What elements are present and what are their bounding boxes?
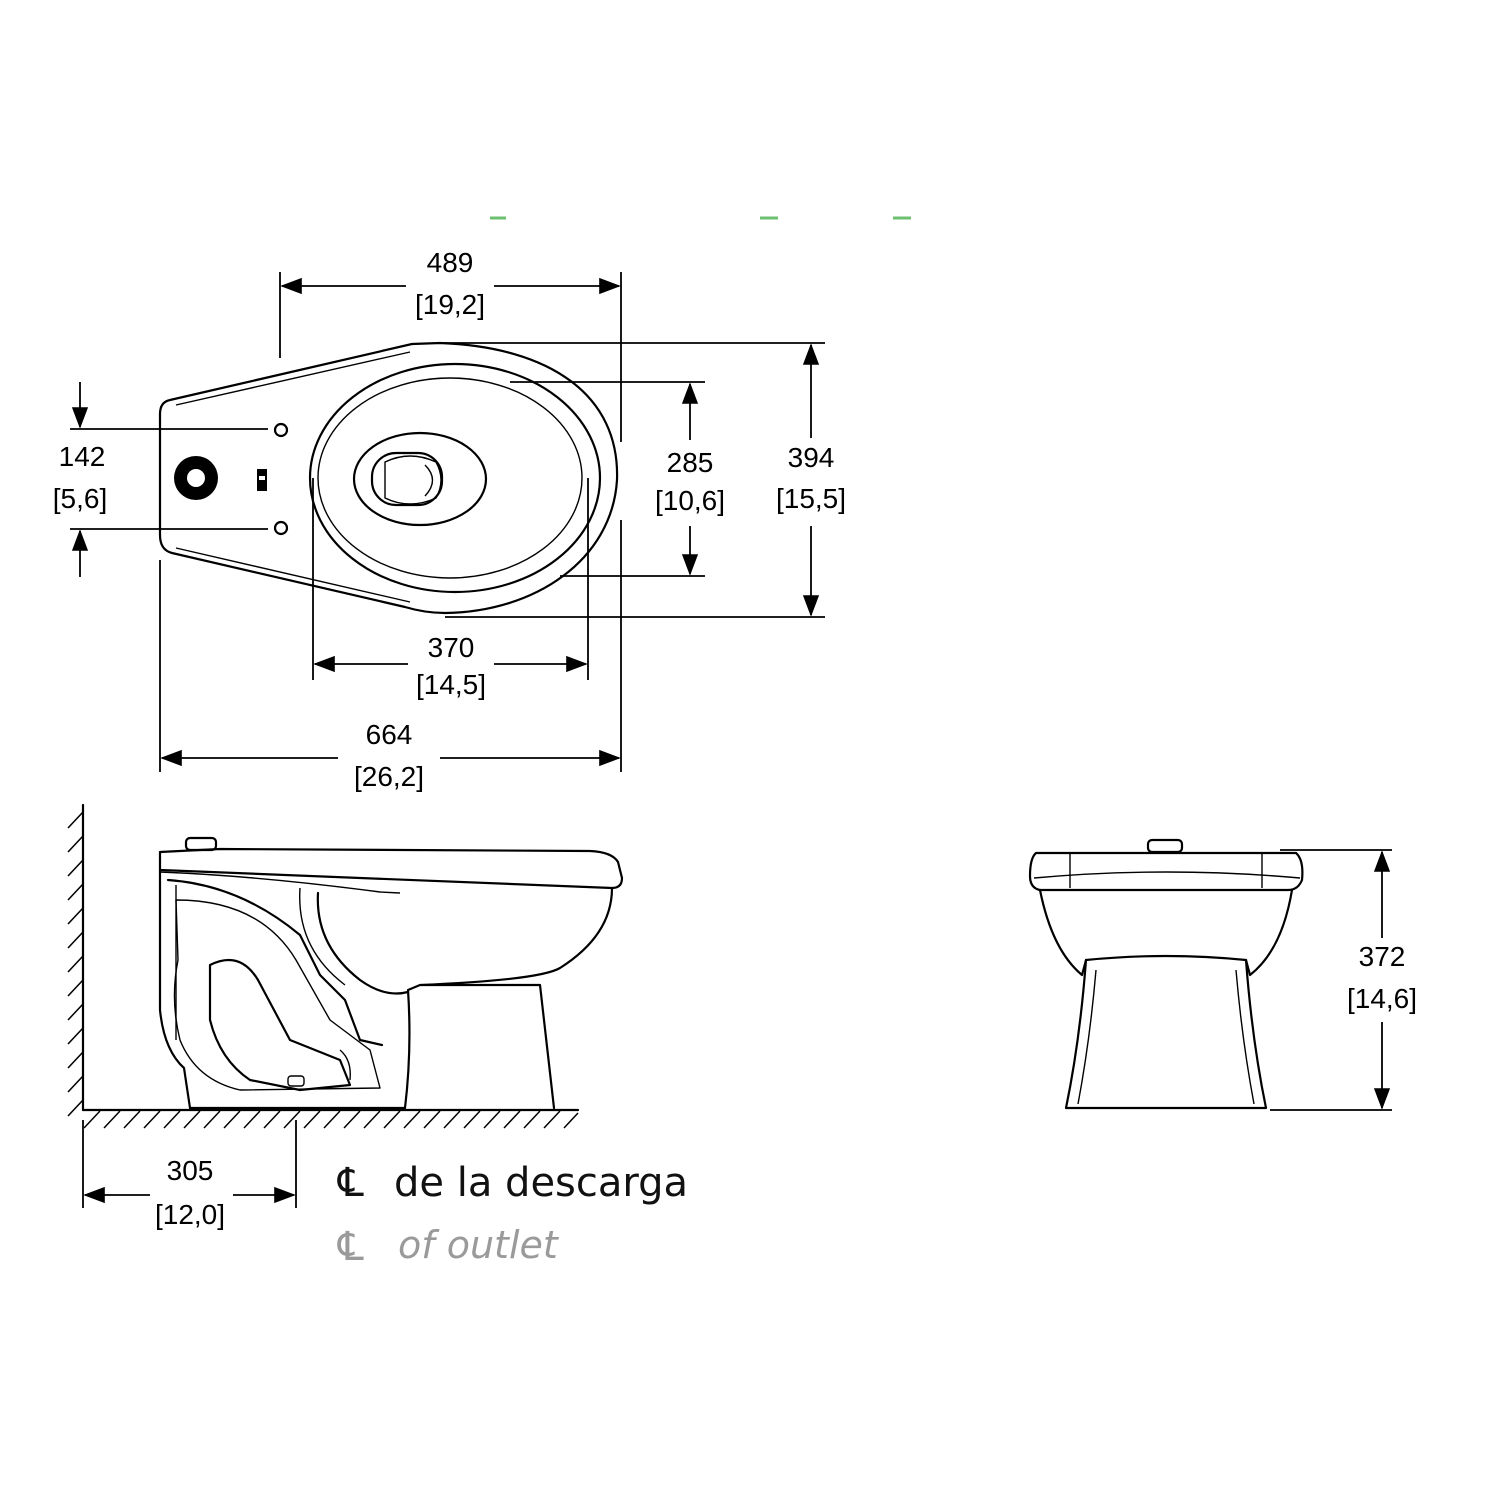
dimension-370: 370 [14,5] — [313, 632, 588, 700]
dim-142-in: [5,6] — [53, 483, 107, 514]
outlet-legend: ℄ de la descarga ℄ of outlet — [337, 1160, 688, 1270]
outlet-trap-inner — [384, 455, 442, 505]
side-view-body — [158, 868, 614, 1110]
side-view-bowl — [316, 891, 410, 995]
inlet-hole-center — [187, 469, 205, 487]
side-view-trapway — [166, 878, 384, 1092]
top-view-outline — [158, 341, 619, 615]
outlet-trap-detail — [424, 464, 434, 497]
dimension-664: 664 [26,2] — [160, 719, 621, 792]
dim-489-in: [19,2] — [415, 289, 485, 320]
bolt-hole-bottom — [273, 520, 289, 536]
dim-394-in: [15,5] — [776, 483, 846, 514]
dimension-394: 394 [15,5] — [776, 343, 846, 617]
wall-hatching — [67, 811, 84, 1117]
legend-english: of outlet — [398, 1223, 560, 1267]
side-view-rim — [158, 847, 624, 890]
dim-305-in: [12,0] — [155, 1199, 225, 1230]
dim-664-in: [26,2] — [354, 761, 424, 792]
dim-285-in: [10,6] — [655, 485, 725, 516]
top-view — [158, 341, 619, 615]
front-view-rim — [1028, 851, 1304, 892]
dim-394-mm: 394 — [788, 442, 835, 473]
front-view-pedestal — [1064, 958, 1268, 1110]
side-view — [67, 803, 624, 1129]
top-view-outline-inner — [175, 351, 411, 603]
bowl-rim-inner — [317, 377, 583, 579]
side-view-top-button — [184, 836, 218, 852]
dim-664-mm: 664 — [366, 719, 413, 750]
front-view-top-button — [1146, 838, 1184, 854]
water-area — [352, 431, 488, 527]
dimension-285: 285 [10,6] — [655, 382, 725, 576]
dimension-142: 142 [5,6] — [53, 382, 107, 577]
dim-370-in: [14,5] — [416, 669, 486, 700]
outlet-trap — [370, 451, 444, 507]
front-view — [1028, 838, 1304, 1110]
dim-489-mm: 489 — [427, 247, 474, 278]
top-view-extension-lines — [70, 272, 825, 772]
dimension-489: 489 [19,2] — [280, 247, 621, 320]
bolt-hole-top — [273, 422, 289, 438]
dim-372-mm: 372 — [1359, 941, 1406, 972]
dim-305-mm: 305 — [167, 1155, 214, 1186]
dim-372-in: [14,6] — [1347, 983, 1417, 1014]
front-view-bowl — [1038, 888, 1294, 977]
dim-142-mm: 142 — [59, 441, 106, 472]
floor-hatching — [83, 1110, 579, 1129]
bowl-rim-outer — [308, 362, 602, 594]
dim-370-mm: 370 — [428, 632, 475, 663]
legend-spanish: de la descarga — [394, 1160, 688, 1206]
dim-285-mm: 285 — [667, 447, 714, 478]
centerline-symbol: ℄ — [337, 1160, 364, 1206]
dimension-305: 305 [12,0] — [82, 1120, 297, 1230]
dimension-372: 372 [14,6] — [1270, 849, 1417, 1111]
centerline-symbol-en: ℄ — [337, 1224, 364, 1270]
